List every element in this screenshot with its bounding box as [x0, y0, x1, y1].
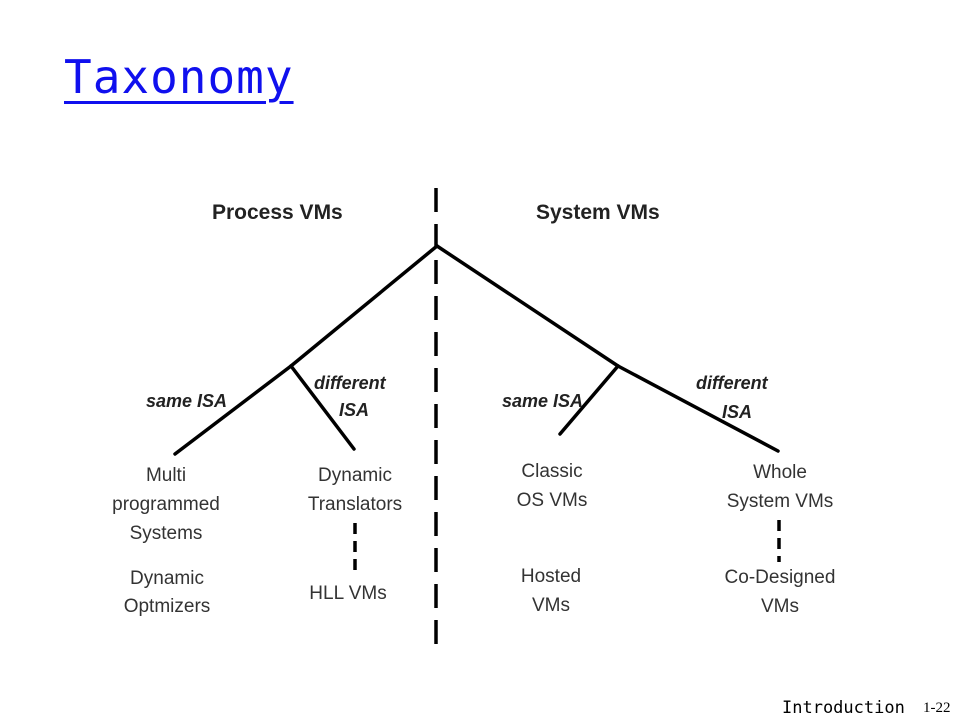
header-system-vms: System VMs: [536, 201, 660, 224]
edge-label-system-isa: ISA: [722, 402, 752, 422]
footer-section-label: Introduction: [782, 698, 905, 718]
leaf-codesigned-vms-line-1: Co-Designed: [725, 567, 836, 588]
footer-page-number: 1-22: [923, 700, 951, 716]
leaf-classic-os-vms-line-2: OS VMs: [517, 490, 588, 511]
leaf-dynamic-translators-line-1: Dynamic: [318, 465, 392, 486]
leaf-whole-system-vms-line-2: System VMs: [727, 491, 834, 512]
leaf-hosted-vms-line-2: VMs: [532, 595, 570, 616]
leaf-dynamic-optimizers-line-2: Optmizers: [124, 596, 211, 617]
leaf-multiprogrammed-line-1: Multi: [146, 465, 186, 486]
edge-label-process-same-isa: same ISA: [146, 391, 227, 411]
header-process-vms: Process VMs: [212, 201, 343, 224]
slide-title: Taxonomy: [64, 50, 294, 104]
leaf-multiprogrammed-line-3: Systems: [130, 523, 203, 544]
leaf-dynamic-translators-line-2: Translators: [308, 494, 402, 515]
leaf-hll-vms: HLL VMs: [309, 583, 386, 604]
branch-process-same-isa: [173, 364, 293, 456]
branch-process-different-isa: [289, 364, 356, 451]
leaf-multiprogrammed-line-2: programmed: [112, 494, 220, 515]
branch-root-to-system: [435, 244, 620, 368]
leaf-dynamic-optimizers-line-1: Dynamic: [130, 568, 204, 589]
leaf-hosted-vms-line-1: Hosted: [521, 566, 581, 587]
branch-root-to-process: [289, 244, 439, 368]
edge-label-system-different: different: [696, 373, 769, 393]
leaf-whole-system-vms-line-1: Whole: [753, 462, 807, 483]
leaf-codesigned-vms-line-2: VMs: [761, 596, 799, 617]
edge-label-system-same-isa: same ISA: [502, 391, 583, 411]
edge-label-process-different: different: [314, 373, 387, 393]
leaf-classic-os-vms-line-1: Classic: [521, 461, 582, 482]
edge-label-process-isa: ISA: [339, 400, 369, 420]
branch-system-different-isa: [616, 364, 780, 453]
branch-system-same-isa: [558, 364, 620, 436]
